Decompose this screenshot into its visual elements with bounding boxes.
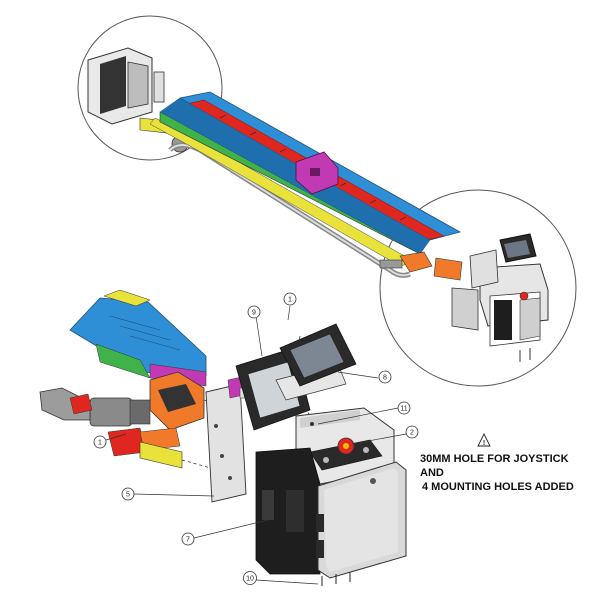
callout-1-left: 1 [93,435,107,449]
callout-5-text: 5 [126,492,130,499]
callout-11-text: 11 [400,406,407,413]
callout-7: 7 [181,532,195,546]
callout-5: 5 [121,487,135,501]
warning-icon-mark: ! [483,440,485,447]
control-box-small [433,233,549,362]
leader-lines [105,305,407,585]
revision-note-line-1: 30MM HOLE FOR JOYSTICK AND [420,453,569,479]
control-box [255,407,407,586]
callout-11: 11 [397,401,411,415]
side-plate [205,383,247,503]
callout-1-top-text: 1 [288,297,292,304]
callout-1-left-text: 1 [98,440,102,447]
callout-1-top: 1 [283,292,297,306]
callout-10: 10 [243,571,257,585]
display-screen [289,333,345,379]
callout-8: 8 [378,370,392,384]
callout-9: 9 [247,305,261,319]
motor [39,387,151,427]
callout-10-text: 10 [246,576,254,583]
revision-note: 30MM HOLE FOR JOYSTICK AND 4 MOUNTING HO… [420,452,590,494]
exploded-rail-section [39,289,207,469]
callout-2: 2 [405,425,419,439]
callout-7-text: 7 [186,537,190,544]
callout-9-text: 9 [252,310,256,317]
revision-note-line-2: 4 MOUNTING HOLES ADDED [422,481,574,493]
display-mount [235,323,357,431]
main-rail-assembly [149,91,462,278]
callout-8-text: 8 [383,375,387,382]
yellow-bar [139,441,183,469]
warning-icon: ! [477,432,491,447]
callout-2-text: 2 [410,430,414,437]
